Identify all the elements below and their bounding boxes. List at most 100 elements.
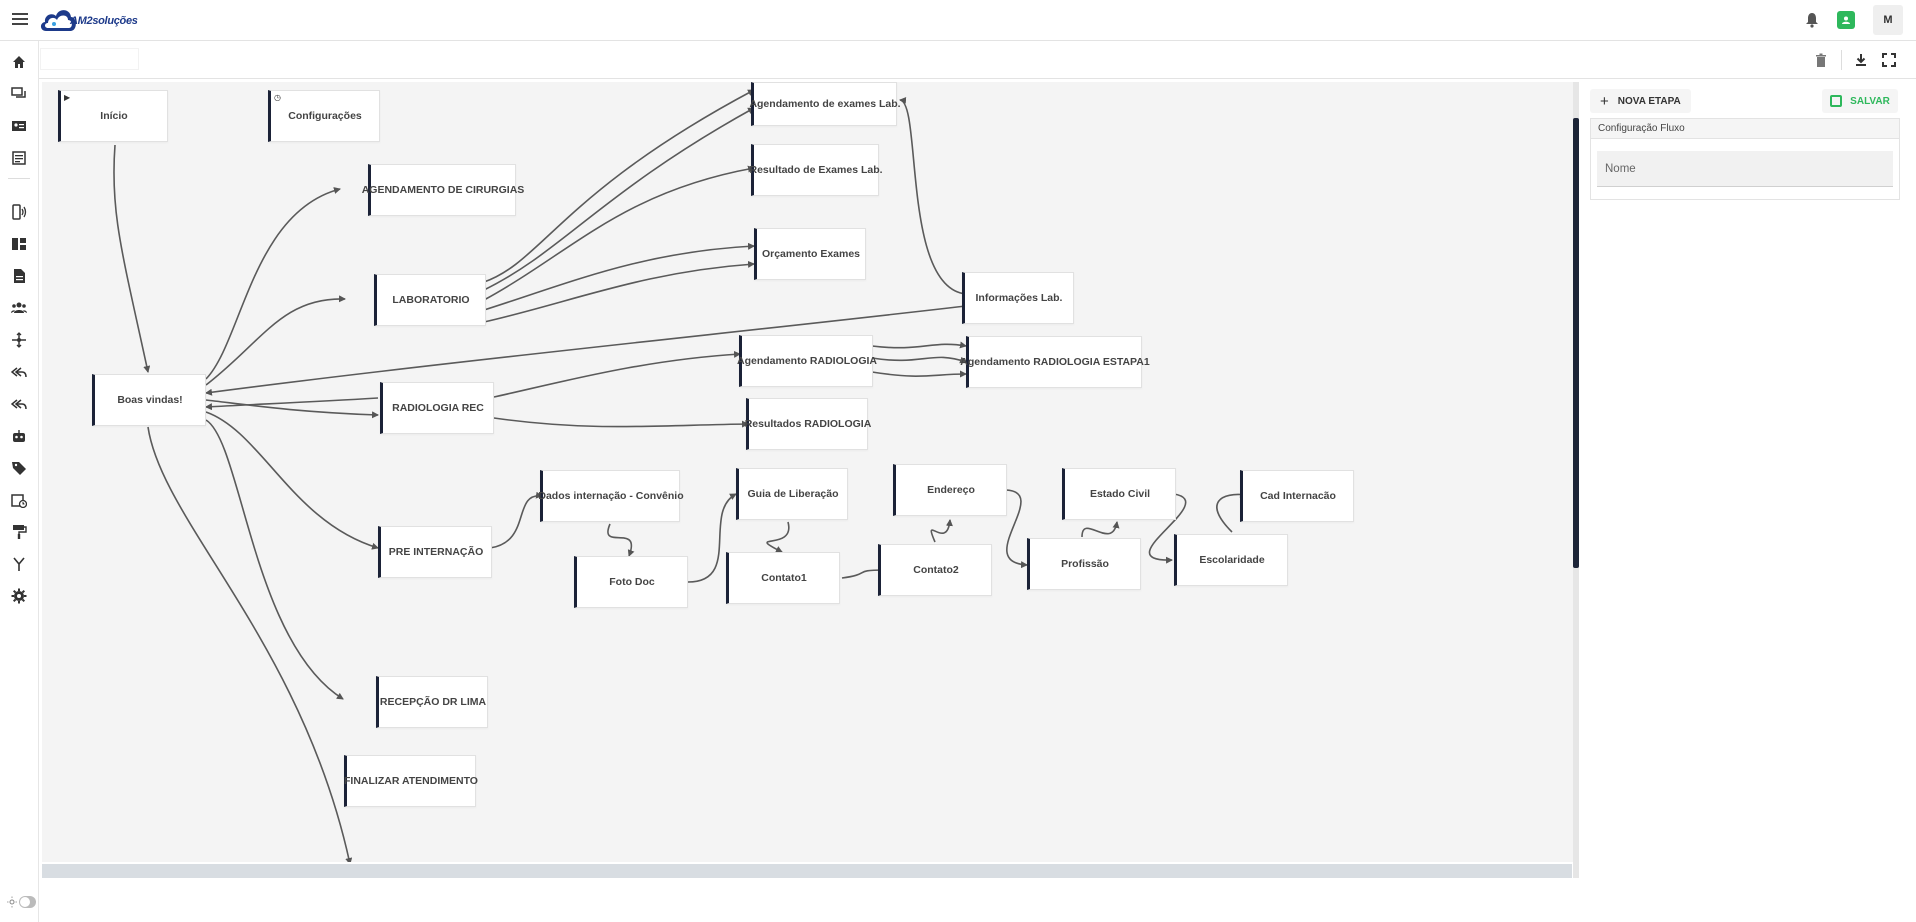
reply-all-icon[interactable] <box>11 364 27 380</box>
team-users-icon[interactable] <box>11 300 27 316</box>
flow-hub-icon[interactable] <box>11 332 27 348</box>
edge-estadocivil-escolaridade <box>1148 493 1187 564</box>
node-label: Endereço <box>927 484 975 496</box>
vertical-scrollbar-thumb[interactable] <box>1573 118 1579 568</box>
flow-node-agendamento-exames-lab[interactable]: Agendamento de exames Lab. <box>749 82 901 126</box>
edge-lab-orcamento-1 <box>483 242 755 311</box>
edge-infolab-boasvindas <box>205 305 967 396</box>
edge-boasvindas-finalizar <box>147 426 353 862</box>
edge-boasvindas-radiologia <box>205 399 379 419</box>
node-label: Dados internação - Convênio <box>538 490 684 502</box>
save-label: SALVAR <box>1850 95 1890 107</box>
user-avatar[interactable]: M <box>1873 5 1903 35</box>
edge-lab-orcamento-2 <box>483 260 755 323</box>
flow-node-contato1[interactable]: Contato1 <box>726 552 840 604</box>
home-icon[interactable] <box>11 54 27 70</box>
plus-icon: + <box>1600 92 1609 110</box>
flow-node-boas-vindas[interactable]: Boas vindas! <box>92 374 206 426</box>
edge-guia-contato1 <box>766 521 790 553</box>
flow-config-title: Configuração Fluxo <box>1591 119 1899 139</box>
flow-node-contato2[interactable]: Contato2 <box>878 544 992 596</box>
node-label: AGENDAMENTO DE CIRURGIAS <box>361 184 525 196</box>
device-signal-icon[interactable] <box>11 204 27 220</box>
company-logo[interactable]: AM2soluções <box>38 3 148 37</box>
paint-roller-icon[interactable] <box>11 524 27 540</box>
node-label: Orçamento Exames <box>761 248 861 260</box>
node-label: Contato1 <box>761 572 807 584</box>
flow-node-profissao[interactable]: Profissão <box>1027 538 1141 590</box>
report-icon[interactable] <box>11 150 27 166</box>
flow-node-finalizar-atendimento[interactable]: FINALIZAR ATENDIMENTO <box>344 755 478 807</box>
flow-connections <box>113 89 1247 862</box>
flow-node-endereco[interactable]: Endereço <box>893 464 1007 516</box>
flow-node-orcamento-exames[interactable]: Orçamento Exames <box>754 228 866 280</box>
dashboard-icon[interactable] <box>11 236 27 252</box>
node-label: Resultados RADIOLOGIA <box>744 418 872 430</box>
edge-boasvindas-cirurgias <box>205 187 341 380</box>
user-status-icon[interactable] <box>1837 11 1855 29</box>
step-config-panel: + NOVA ETAPA SALVAR Configuração Fluxo <box>1580 82 1900 878</box>
edge-endereco-profissao <box>1005 489 1028 569</box>
horizontal-scrollbar[interactable] <box>42 864 1572 878</box>
node-label: Foto Doc <box>609 576 655 588</box>
chat-icon[interactable] <box>11 86 27 102</box>
node-label: Contato2 <box>913 564 959 576</box>
flow-node-agendamento-radiologia[interactable]: Agendamento RADIOLOGIA <box>737 335 877 387</box>
canvas-toolbar <box>39 41 1916 79</box>
node-label: RADIOLOGIA REC <box>392 402 484 414</box>
flow-node-pre-internacao[interactable]: PRE INTERNAÇÃO <box>378 526 492 578</box>
cloud-logo-icon <box>40 10 76 31</box>
reply-all-alt-icon[interactable] <box>11 396 27 412</box>
flow-node-guia-liberacao[interactable]: Guia de Liberação <box>736 468 848 520</box>
settings-gear-icon[interactable] <box>11 588 27 604</box>
edge-inicio-boasvindas <box>113 144 151 373</box>
node-label: Cad Internacão <box>1260 490 1336 502</box>
flow-node-informacoes-lab[interactable]: Informações Lab. <box>962 272 1074 324</box>
merge-icon[interactable] <box>11 556 27 572</box>
save-floppy-icon <box>1830 95 1843 107</box>
flow-node-foto-doc[interactable]: Foto Doc <box>574 556 688 608</box>
calendar-clock-icon[interactable] <box>11 492 27 508</box>
node-label: Agendamento RADIOLOGIA ESTAPA1 <box>960 356 1150 368</box>
robot-icon[interactable] <box>11 428 27 444</box>
flow-node-radiologia-rec[interactable]: RADIOLOGIA REC <box>380 382 494 434</box>
edge-pre-dados <box>489 491 543 549</box>
flow-node-recepcao-dr-lima[interactable]: RECEPÇÃO DR LIMA <box>376 676 488 728</box>
clock-icon: ◷ <box>274 93 281 102</box>
delete-trash-icon[interactable] <box>1813 52 1829 68</box>
document-icon[interactable] <box>11 268 27 284</box>
flow-node-inicio[interactable]: ▶ Início <box>58 90 168 142</box>
node-label: Agendamento RADIOLOGIA <box>737 355 878 367</box>
new-step-button[interactable]: + NOVA ETAPA <box>1590 89 1691 113</box>
flow-node-dados-internacao[interactable]: Dados internação - Convênio <box>538 470 684 522</box>
fullscreen-icon[interactable] <box>1881 52 1897 68</box>
theme-toggle[interactable] <box>7 895 37 909</box>
flow-node-laboratorio[interactable]: LABORATORIO <box>374 274 486 326</box>
node-label: Estado Civil <box>1089 488 1151 500</box>
edge-agendrad-estapa-3 <box>871 370 967 378</box>
download-icon[interactable] <box>1853 52 1869 68</box>
edge-dados-foto <box>607 523 635 557</box>
sidebar-divider <box>8 178 30 179</box>
tag-icon[interactable] <box>11 460 27 476</box>
flow-node-resultado-exames-lab[interactable]: Resultado de Exames Lab. <box>749 144 883 196</box>
flow-node-cad-internacao[interactable]: Cad Internacão <box>1240 470 1354 522</box>
edge-contato1-contato2 <box>841 566 885 579</box>
toolbar-divider <box>1841 50 1842 70</box>
node-label: PRE INTERNAÇÃO <box>388 546 484 558</box>
new-step-label: NOVA ETAPA <box>1617 95 1681 107</box>
save-button[interactable]: SALVAR <box>1822 89 1898 113</box>
hamburger-menu-icon[interactable] <box>10 10 30 30</box>
flow-node-agendamento-cirurgias[interactable]: AGENDAMENTO DE CIRURGIAS <box>362 164 524 216</box>
flow-node-agendamento-radiologia-estapa1[interactable]: Agendamento RADIOLOGIA ESTAPA1 <box>960 336 1150 388</box>
contact-card-icon[interactable] <box>11 118 27 134</box>
edge-agendrad-estapa-1 <box>871 341 967 349</box>
flow-canvas[interactable]: ▶ Início ◷ Configurações AGENDAMENTO DE … <box>42 82 1574 862</box>
flow-node-resultados-radiologia[interactable]: Resultados RADIOLOGIA <box>745 398 871 450</box>
flow-name-input[interactable] <box>1597 151 1893 187</box>
flow-node-configuracoes[interactable]: ◷ Configurações <box>268 90 380 142</box>
flow-title-box[interactable] <box>40 48 139 70</box>
flow-node-escolaridade[interactable]: Escolaridade <box>1174 534 1288 586</box>
notifications-bell-icon[interactable] <box>1800 8 1824 32</box>
flow-node-estado-civil[interactable]: Estado Civil <box>1062 468 1176 520</box>
